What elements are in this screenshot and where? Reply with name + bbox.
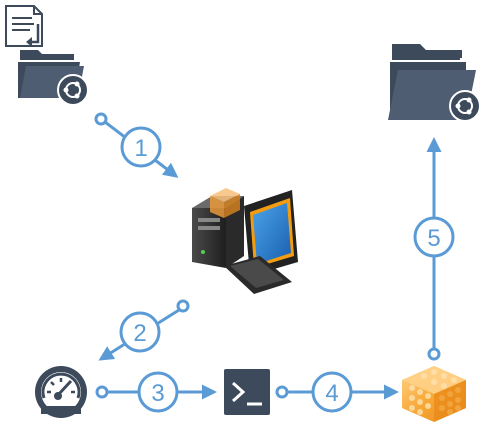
step-badge-5: 5 (413, 216, 455, 258)
step-badge-3: 3 (137, 371, 179, 413)
target-folder-icon (388, 44, 481, 122)
step-badge-2: 2 (119, 311, 161, 353)
source-folder-icon (5, 5, 89, 106)
step-badge-1: 1 (120, 126, 162, 168)
step-badge-4: 4 (311, 371, 353, 413)
terminal-icon (224, 369, 270, 415)
step-label-5: 5 (427, 225, 440, 252)
step-label-2: 2 (133, 320, 146, 347)
step-label-4: 4 (325, 380, 338, 407)
desktop-computer-icon (192, 188, 298, 294)
step-label-3: 3 (151, 380, 164, 407)
step-label-1: 1 (134, 135, 147, 162)
orange-data-cube-icon (402, 366, 466, 422)
gauge-icon (35, 366, 87, 418)
